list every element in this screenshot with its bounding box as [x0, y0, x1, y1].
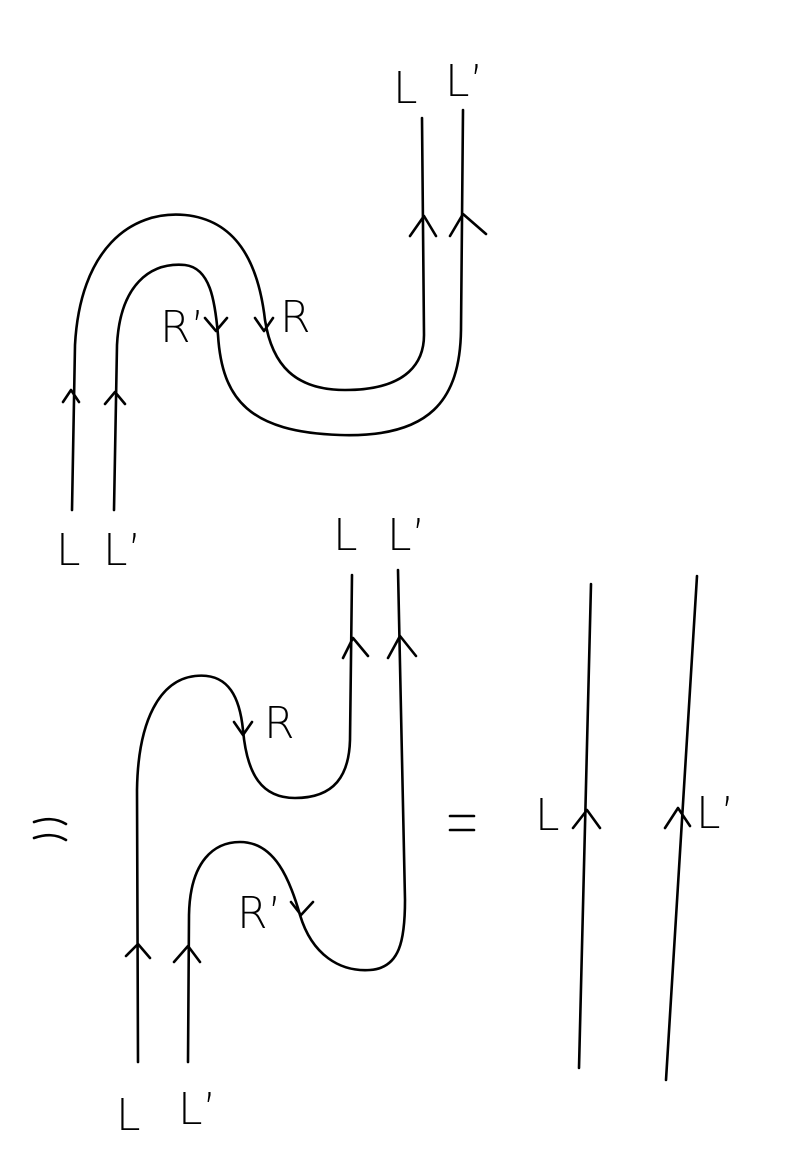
- label-r: R: [264, 698, 295, 749]
- arrow-up: [172, 944, 202, 964]
- arrow-up: [663, 806, 692, 830]
- label-r: R: [280, 292, 311, 343]
- label-top-l: L: [393, 63, 418, 114]
- label-top-lprime: L’: [387, 510, 426, 561]
- equals-sign: [32, 817, 68, 842]
- arrow-up: [448, 212, 488, 238]
- label-bottom-lprime: L’: [103, 525, 142, 576]
- label-bottom-lprime: L’: [178, 1084, 217, 1135]
- arrow-down: [289, 900, 315, 917]
- diagram-2: L L’ R R’ L L’: [116, 510, 426, 1141]
- arrow-up: [61, 388, 81, 404]
- arrow-up: [103, 390, 127, 406]
- arrow-up: [341, 636, 370, 660]
- arrow-down: [203, 316, 229, 333]
- label-bottom-l: L: [116, 1090, 141, 1141]
- diagram-1: L L’ L L’ R’ R: [56, 56, 488, 576]
- strand-lprime-cap: [186, 568, 407, 1064]
- strand-l-straight: [577, 582, 593, 1070]
- arrow-up: [386, 634, 418, 660]
- label-rprime: R’: [160, 302, 205, 353]
- label-lprime: L’: [696, 788, 735, 839]
- strand-lprime-inner: [112, 108, 465, 512]
- strand-lprime-straight: [664, 574, 699, 1082]
- arrow-down: [253, 316, 275, 333]
- arrow-up: [124, 942, 152, 960]
- label-top-lprime: L’: [445, 56, 484, 107]
- equals-sign: [448, 814, 476, 832]
- strand-l-cap: [135, 573, 354, 1064]
- label-rprime: R’: [237, 888, 282, 939]
- diagram-3: L L’: [535, 574, 735, 1082]
- label-bottom-l: L: [56, 525, 81, 576]
- arrow-down: [232, 720, 254, 737]
- label-top-l: L: [333, 510, 358, 561]
- label-l: L: [535, 790, 560, 841]
- arrow-up: [408, 214, 438, 238]
- arrow-up: [571, 808, 602, 830]
- strand-l-outer: [70, 116, 426, 512]
